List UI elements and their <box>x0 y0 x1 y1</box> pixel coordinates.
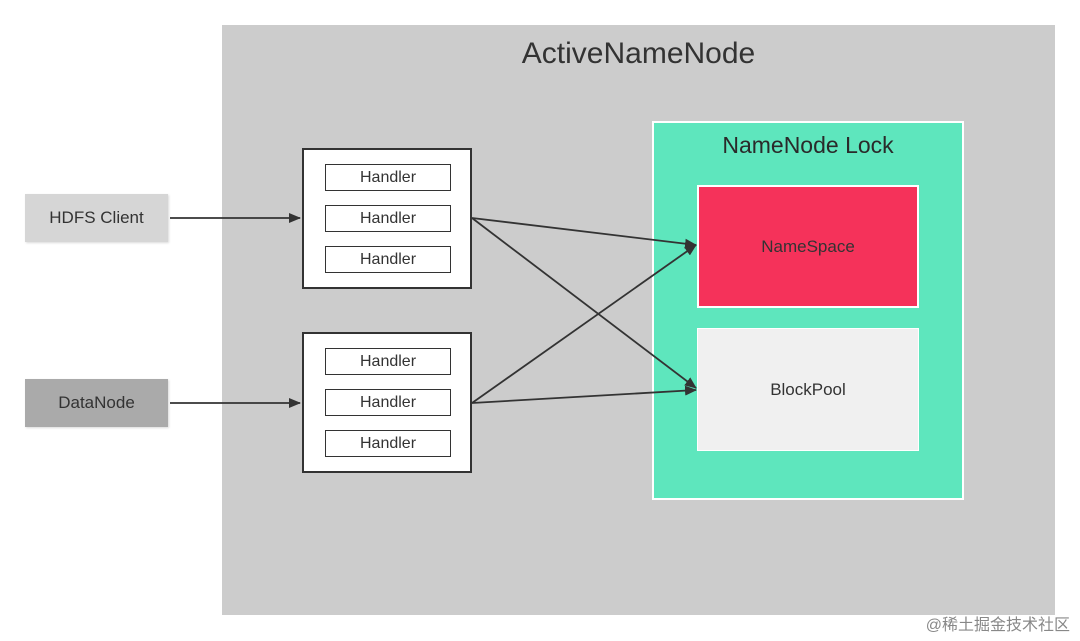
handler-group-top: Handler Handler Handler <box>302 148 472 289</box>
hdfs-client-node: HDFS Client <box>25 194 168 242</box>
handler-box: Handler <box>325 205 451 232</box>
hdfs-client-label: HDFS Client <box>49 208 144 227</box>
datanode-label: DataNode <box>58 393 135 412</box>
handler-box: Handler <box>325 389 451 416</box>
blockpool-label: BlockPool <box>770 379 846 399</box>
datanode-node: DataNode <box>25 379 168 427</box>
handler-box: Handler <box>325 430 451 457</box>
blockpool-node: BlockPool <box>697 328 919 451</box>
handler-group-bottom: Handler Handler Handler <box>302 332 472 473</box>
handler-box: Handler <box>325 164 451 191</box>
namespace-node: NameSpace <box>697 185 919 308</box>
handler-box: Handler <box>325 348 451 375</box>
handler-box: Handler <box>325 246 451 273</box>
watermark-text: @稀土掘金技术社区 <box>925 617 1070 634</box>
active-namenode-title: ActiveNameNode <box>521 37 756 70</box>
namenode-lock-title: NameNode Lock <box>722 132 894 158</box>
namespace-label: NameSpace <box>761 236 855 256</box>
